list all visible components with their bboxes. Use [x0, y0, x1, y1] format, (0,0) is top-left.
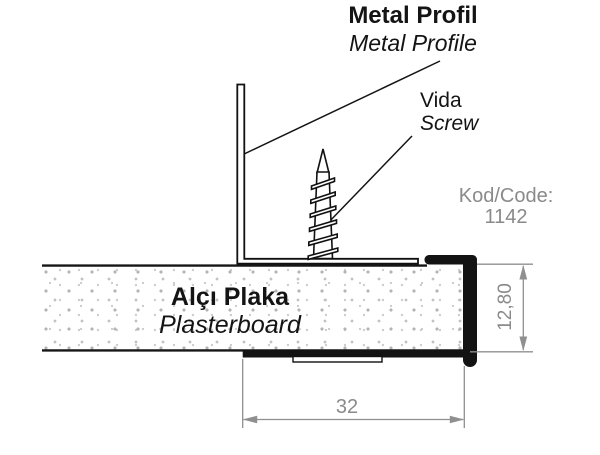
edge-trim-clip: [292, 355, 383, 363]
edge-trim-profile: [242, 255, 477, 367]
plasterboard-label-en: Plasterboard: [159, 311, 301, 339]
screw-thread: [307, 246, 339, 261]
metal-profile-section: [236, 83, 419, 265]
edge-trim-top-flange: [424, 255, 477, 265]
metal-profile-leader-line: [241, 60, 441, 156]
metal-profile-label: Metal Profil Metal Profile: [330, 2, 496, 56]
screw-thread: [310, 176, 336, 191]
arrowhead-up: [519, 265, 528, 280]
product-code-label: Kod/Code:: [458, 185, 554, 207]
plasterboard-label-tr: Alçı Plaka: [170, 283, 290, 311]
metal-profile-label-tr: Metal Profil: [348, 2, 478, 29]
product-code-value: 1142: [484, 206, 528, 228]
screw-label: Vida Screw: [420, 89, 478, 135]
arrowhead-right: [449, 415, 465, 424]
screw-thread: [309, 204, 337, 219]
dimension-12-80-text: 12,80: [495, 283, 516, 331]
screw-label-en: Screw: [420, 112, 479, 135]
dimension-32-lines: [242, 359, 465, 428]
leader-lines: [237, 60, 441, 227]
screw-leader-line: [326, 135, 413, 225]
plasterboard-texture: [42, 267, 463, 350]
metal-profile-label-en: Metal Profile: [349, 30, 477, 56]
dimension-32-text: 32: [335, 396, 359, 418]
product-code: Kod/Code: 1142: [450, 186, 562, 228]
screw-thread: [308, 218, 338, 233]
screw-label-tr: Vida: [420, 89, 462, 112]
plasterboard-label: Alçı Plaka Plasterboard: [135, 283, 325, 339]
edge-trim-bottom-flange: [242, 350, 477, 358]
screw-thread: [310, 190, 336, 205]
arrowhead-left: [242, 415, 258, 424]
dimension-12-80-lines: [470, 263, 533, 353]
edge-trim-vertical: [463, 255, 477, 367]
arrowhead-down: [519, 336, 528, 351]
screw-thread: [308, 232, 338, 247]
screw-tip: [315, 148, 331, 174]
screw-drawing: [307, 148, 339, 261]
